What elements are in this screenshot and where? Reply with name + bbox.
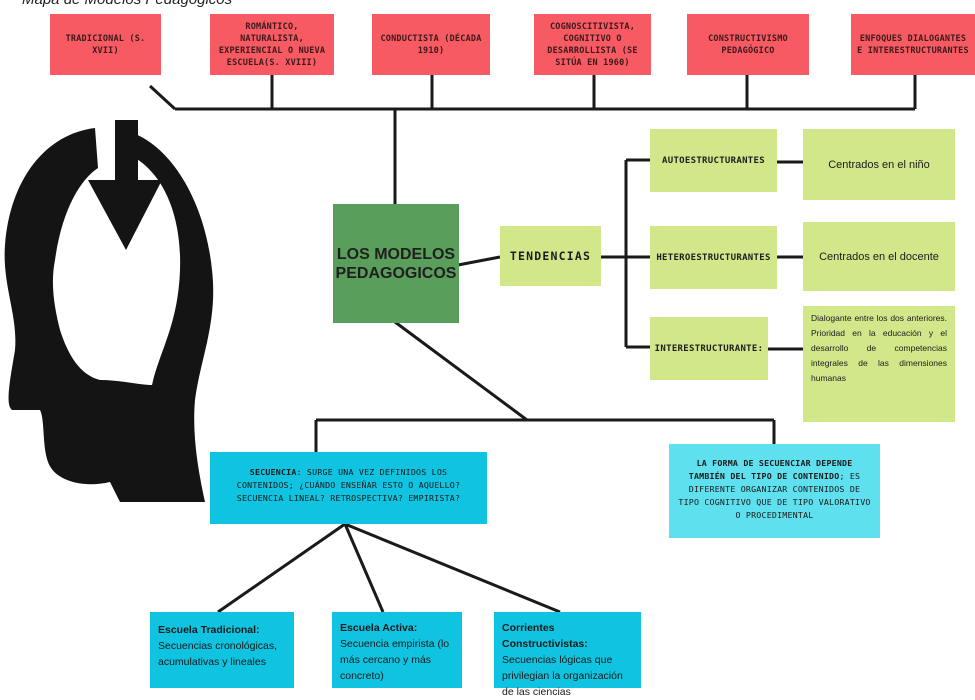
desc-interestructurante: Dialogante entre los dos anteriores. Pri…	[803, 306, 955, 422]
corrientes-constructivistas: Corrientes Constructivistas: Secuencias l…	[494, 612, 641, 698]
tipo-autoestructurantes: AUTOESTRUCTURANTES	[650, 129, 777, 192]
secuencia-label: SECUENCIA	[249, 467, 297, 477]
download-arrow-icon	[88, 120, 162, 250]
modelo-enfoques-dialogantes: ENFOQUES DIALOGANTES E INTERESTRUCTURANT…	[851, 14, 975, 75]
modelo-tradicional: TRADICIONAL (S. XVII)	[50, 14, 161, 75]
secuencia-text: : SURGE UNA VEZ DEFINIDOS LOS CONTENIDOS…	[236, 467, 461, 503]
corrientes-constructivistas-name: Corrientes Constructivistas:	[502, 622, 588, 650]
desc-autoestructurantes: Centrados en el niño	[803, 129, 955, 200]
modelo-constructivismo: CONSTRUCTIVISMO PEDAGÓGICO	[687, 14, 809, 75]
forma-label: LA FORMA DE SECUENCIAR DEPENDE TAMBIÉN D…	[688, 458, 853, 481]
corrientes-constructivistas-desc: Secuencias lógicas que privilegian la or…	[502, 654, 623, 698]
tipo-interestructurante: INTERESTRUCTURANTE:	[650, 317, 768, 380]
head-silhouette-icon	[4, 120, 214, 502]
central-node: LOS MODELOS PEDAGOGICOS	[333, 204, 459, 323]
modelo-conductista: CONDUCTISTA (DÉCADA 1910)	[372, 14, 490, 75]
escuela-activa: Escuela Activa: Secuencia empirista (lo …	[332, 612, 462, 688]
escuela-activa-name: Escuela Activa:	[340, 622, 418, 634]
modelo-romantico: ROMÁNTICO, NATURALISTA, EXPERIENCIAL O N…	[210, 14, 334, 75]
escuela-tradicional-desc: Secuencias cronológicas, acumulativas y …	[158, 640, 278, 668]
escuela-activa-desc: Secuencia empirista (lo más cercano y má…	[340, 638, 450, 682]
secuencia-node: SECUENCIA: SURGE UNA VEZ DEFINIDOS LOS C…	[210, 452, 487, 524]
forma-text: ; ES DIFERENTE ORGANIZAR CONTENIDOS DE T…	[678, 471, 871, 520]
tendencias-node: TENDENCIAS	[500, 226, 601, 286]
desc-heteroestructurantes: Centrados en el docente	[803, 222, 955, 291]
tipo-heteroestructurantes: HETEROESTRUCTURANTES	[650, 226, 777, 289]
escuela-tradicional-name: Escuela Tradicional:	[158, 624, 260, 636]
forma-secuenciar-node: LA FORMA DE SECUENCIAR DEPENDE TAMBIÉN D…	[669, 444, 880, 538]
modelo-cognoscitivista: COGNOSCITIVISTA, COGNITIVO O DESARROLLIS…	[534, 14, 651, 75]
escuela-tradicional: Escuela Tradicional: Secuencias cronológi…	[150, 612, 294, 688]
page-title: Mapa de Modelos Pedagógicos	[22, 0, 232, 8]
